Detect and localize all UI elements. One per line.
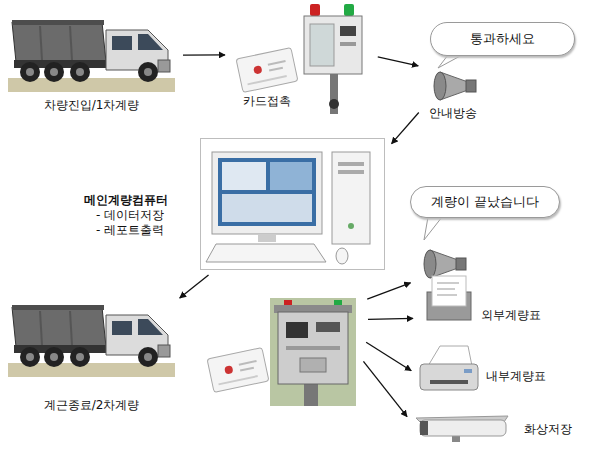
camera-node: 화상저장 (412, 414, 512, 444)
card-node: 카드접촉 (235, 50, 299, 88)
node-caption: 내부계량표 (486, 369, 546, 384)
rf-card (207, 348, 269, 393)
caption-group: 화상저장 (524, 422, 572, 437)
flow-arrow (392, 113, 419, 144)
horn-speaker (434, 72, 476, 100)
speaker-node: 안내방송 (428, 68, 478, 102)
truck-photo (8, 20, 175, 92)
flow-arrow (367, 283, 410, 299)
truck-photo (8, 305, 175, 377)
node-heading: 메인계량컴퓨터 (84, 193, 168, 208)
printer-node: 내부계량표 (418, 345, 480, 395)
bubble-text: 계량이 끝났습니다 (431, 193, 539, 211)
caption-group: 외부계량표 (481, 308, 541, 323)
truck-node: 차량진입/1차계량 (8, 8, 175, 92)
node-caption: - 레포트출력 (84, 223, 168, 238)
truck-node: 계근종료/2차계량 (8, 293, 175, 380)
caption-group: 내부계량표 (486, 369, 546, 384)
caption-group: 계근종료/2차계량 (0, 398, 215, 413)
node-caption: 카드접촉 (195, 94, 339, 109)
node-caption: 외부계량표 (481, 308, 541, 323)
ticket-printer (427, 276, 471, 320)
speaker-node (418, 246, 468, 280)
flow-arrow (363, 361, 407, 416)
node-caption: 안내방송 (388, 106, 518, 121)
bubble-text: 통과하세요 (470, 30, 535, 48)
bubble-tail (438, 55, 462, 68)
computer-photo (206, 152, 370, 264)
caption-group: 메인계량컴퓨터- 데이터저장- 레포트출력 (84, 193, 168, 238)
caption-group: 카드접촉 (195, 94, 339, 109)
computer-node: 메인계량컴퓨터- 데이터저장- 레포트출력 (200, 138, 385, 270)
ticket-node: 외부계량표 (425, 275, 471, 323)
card-reader-kiosk (270, 298, 356, 406)
node-caption: 화상저장 (524, 422, 572, 437)
cctv-camera (416, 416, 508, 442)
caption-group: 차량진입/1차계량 (0, 98, 215, 113)
bubble-tail (424, 217, 442, 240)
flow-arrow (366, 342, 411, 371)
speech-bubble: 통과하세요 (430, 22, 575, 56)
node-caption: - 데이터저장 (84, 208, 168, 223)
flow-arrow (183, 54, 225, 55)
kiosk-node (296, 4, 368, 114)
node-caption: 계근종료/2차계량 (0, 398, 215, 413)
horn-speaker (424, 250, 466, 278)
caption-group: 안내방송 (388, 106, 518, 121)
kiosk-node (270, 298, 356, 406)
speech-bubble: 계량이 끝났습니다 (410, 186, 560, 218)
rf-card (236, 48, 298, 93)
node-caption: 차량진입/1차계량 (0, 98, 215, 113)
card-reader-kiosk (304, 4, 362, 114)
report-printer (420, 346, 478, 390)
flow-arrow (368, 318, 413, 320)
flow-arrow (180, 275, 209, 298)
flow-arrow (378, 57, 418, 66)
